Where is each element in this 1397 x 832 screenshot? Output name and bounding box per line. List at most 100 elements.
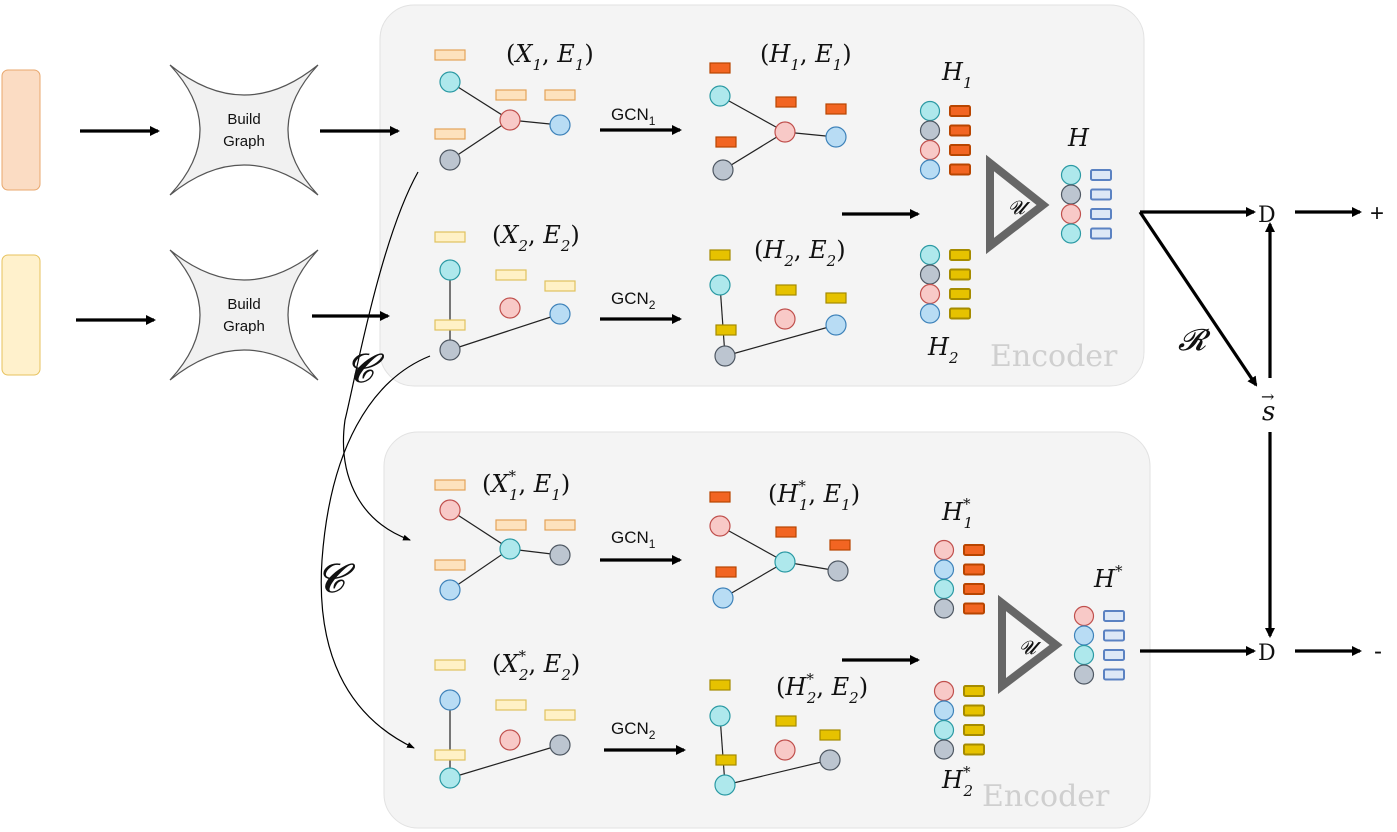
graph1-output-positive-edge bbox=[722, 131, 786, 171]
graph2-input-positive-node bbox=[439, 259, 461, 281]
graph1-input-negative-feature bbox=[434, 479, 466, 491]
graph2-input-negative-feature bbox=[434, 659, 466, 671]
label-H1-positive: H1 bbox=[941, 58, 972, 92]
graph2-output-negative-feature bbox=[715, 754, 737, 766]
gcn2-label-positive: GCN2 bbox=[611, 289, 656, 312]
graph2-output-positive-feature bbox=[825, 292, 847, 304]
label-graph1-input-negative-sub: 1 bbox=[509, 486, 519, 504]
label-graph2-input-positive-comma: , bbox=[528, 221, 543, 249]
graph1-output-positive bbox=[709, 62, 847, 181]
graph1-output-negative-node bbox=[774, 551, 796, 573]
graph2-output-positive-feature bbox=[775, 284, 797, 296]
stack-H2-negative-vector bbox=[963, 685, 985, 697]
stack-H2-negative-node bbox=[933, 739, 955, 760]
build-graph-bottom-line1: Build bbox=[227, 296, 260, 313]
graph1-input-positive-edge bbox=[449, 119, 511, 161]
label-graph2-input-positive-edge-sub: 2 bbox=[560, 237, 571, 255]
label-graph2-input-negative-close: ) bbox=[571, 650, 580, 678]
label-graph2-output-negative-comma: , bbox=[816, 673, 831, 701]
encoder-label-negative: Encoder bbox=[982, 779, 1110, 814]
graph1-input-negative-edge bbox=[449, 548, 511, 591]
label-graph1-output-negative-edge-sub: 1 bbox=[841, 496, 851, 514]
label-graph2-output-negative-paren: ( bbox=[776, 673, 785, 701]
graph1-input-positive-feature bbox=[434, 128, 466, 140]
graph1-input-positive-feature bbox=[495, 89, 527, 101]
graph2-output-negative-node bbox=[774, 739, 796, 761]
label-graph1-output-negative-close: ) bbox=[851, 480, 860, 508]
stack-H-negative-node bbox=[1073, 625, 1095, 646]
graph1-input-negative-node bbox=[549, 544, 571, 566]
graph2-output-positive-edge bbox=[724, 324, 837, 357]
label-graph2-input-negative-var: X bbox=[499, 650, 519, 678]
stack-H2-negative-node bbox=[933, 680, 955, 702]
gcn1-label-negative: GCN1 bbox=[611, 528, 656, 551]
stack-H-positive-node bbox=[1060, 203, 1082, 225]
input-view-1 bbox=[1, 69, 41, 191]
graph1-output-negative-feature bbox=[715, 566, 737, 578]
label-graph1-input-positive-edge-sub: 1 bbox=[575, 56, 585, 74]
positive-output-label: + bbox=[1370, 200, 1384, 227]
label-graph2-output-positive-edge-var: E bbox=[808, 236, 827, 264]
graph2-input-positive-node bbox=[549, 303, 571, 325]
graph2-output-negative-feature bbox=[819, 729, 841, 741]
build-graph-bottom: Build Graph bbox=[169, 249, 319, 381]
graph1-output-positive-node bbox=[825, 126, 847, 148]
graph1-output-negative-edge bbox=[719, 525, 786, 563]
label-graph2-input-positive-var: X bbox=[499, 221, 519, 249]
label-graph2-input-negative-comma: , bbox=[529, 650, 544, 678]
label-H1-positive-sub: 1 bbox=[963, 74, 973, 92]
label-graph2-input-negative: (X*2, E2) bbox=[492, 647, 580, 684]
label-graph2-input-negative-sup: * bbox=[518, 647, 526, 665]
graph2-output-negative-feature bbox=[709, 679, 731, 691]
stack-H-positive-vector bbox=[1090, 227, 1112, 240]
graph2-input-positive-feature bbox=[544, 280, 576, 292]
label-graph1-output-positive-edge-sub: 1 bbox=[833, 56, 843, 74]
graph-instances bbox=[434, 49, 851, 796]
label-H-negative-var: H bbox=[1093, 565, 1116, 593]
label-graph2-output-positive-edge-sub: 2 bbox=[826, 252, 837, 270]
graph1-input-positive-feature bbox=[544, 89, 576, 101]
arrow-readout bbox=[1138, 211, 1258, 387]
graph1-output-negative-feature bbox=[775, 526, 797, 538]
label-H2-negative-var: H bbox=[941, 766, 964, 794]
stack-H1-positive-vector bbox=[949, 124, 971, 137]
label-graph2-output-positive-close: ) bbox=[836, 236, 845, 264]
graph2-output-positive-edge bbox=[719, 284, 726, 357]
label-graph1-input-positive: (X1, E1) bbox=[506, 40, 594, 74]
stack-H1-positive-node bbox=[919, 100, 941, 122]
build-graph-top-line1: Build bbox=[227, 111, 260, 128]
label-graph2-output-negative-sup: * bbox=[806, 670, 814, 688]
stack-H2-negative-node bbox=[933, 719, 955, 741]
graph2-output-negative-node bbox=[709, 705, 731, 727]
graph2-output-positive-node bbox=[714, 345, 736, 367]
graph1-input-negative-node bbox=[499, 538, 521, 560]
graph2-input-negative-feature bbox=[495, 699, 527, 711]
graph1-output-negative-node bbox=[827, 560, 849, 582]
graph2-output-positive-feature bbox=[709, 249, 731, 261]
graph2-output-negative bbox=[709, 679, 841, 796]
build-graph-bottom-line2: Graph bbox=[223, 318, 265, 335]
label-graph1-input-negative-var: X bbox=[489, 470, 509, 498]
label-H2-negative-sup: * bbox=[963, 763, 971, 781]
graph2-input-negative-node bbox=[439, 767, 461, 789]
stack-H1-negative-vector bbox=[963, 583, 985, 595]
graph1-input-negative bbox=[434, 479, 576, 601]
graph2-output-positive-feature bbox=[715, 324, 737, 336]
label-H1-negative-sup: * bbox=[963, 495, 971, 513]
graph2-output-positive-node bbox=[709, 274, 731, 296]
stack-H-negative-node bbox=[1073, 664, 1095, 685]
readout-symbol: 𝓡 bbox=[1178, 323, 1211, 358]
stack-H-negative-node bbox=[1073, 644, 1095, 666]
stack-H-negative-vector bbox=[1103, 649, 1125, 661]
graph1-output-positive-feature bbox=[709, 62, 731, 74]
graph1-output-negative-edge bbox=[722, 561, 786, 599]
corruption-symbol-1: 𝓒 bbox=[345, 346, 385, 392]
label-graph1-input-positive-sub: 1 bbox=[532, 56, 542, 74]
graph1-input-positive-node bbox=[549, 114, 571, 136]
graph1-output-negative bbox=[709, 491, 851, 609]
stack-H-negative-node bbox=[1073, 605, 1095, 627]
graph1-output-negative-node bbox=[712, 587, 734, 609]
stack-H-positive-vector bbox=[1090, 208, 1112, 220]
label-graph2-output-positive-sub: 2 bbox=[783, 252, 794, 270]
discriminator-negative: D bbox=[1258, 641, 1276, 666]
